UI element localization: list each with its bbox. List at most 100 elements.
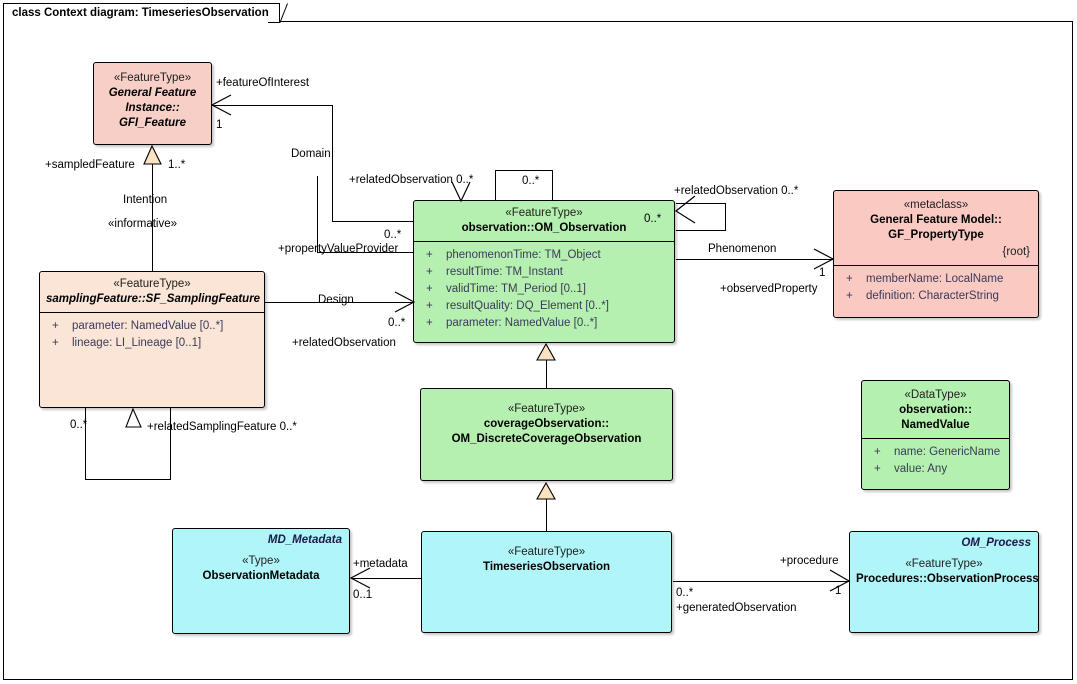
observationprocess-stereotype: «FeatureType» xyxy=(905,558,983,570)
connector-featureofinterest-h2 xyxy=(332,221,414,222)
attribute-row: +name: GenericName xyxy=(874,446,1001,458)
class-observationprocess[interactable]: OM_Process «FeatureType» Procedures::Obs… xyxy=(849,531,1039,633)
diagram-title-tab: class Context diagram: TimeseriesObserva… xyxy=(3,3,280,22)
gfi-feature-name-2: Instance:: xyxy=(125,102,180,114)
connector-relatedsamplingfeature-h xyxy=(85,479,171,480)
label-featureofinterest-role: +featureOfInterest xyxy=(216,77,310,89)
connector-relatedobs-top-loop-v-right xyxy=(552,170,553,201)
label-metadata-mult: 0..1 xyxy=(353,589,373,601)
connector-procedure-h xyxy=(673,581,849,582)
label-featureofinterest-mult: 1 xyxy=(216,119,223,131)
connector-relatedobs-right-loop-h-top xyxy=(676,203,726,204)
attribute-row: +resultQuality: DQ_Element [0..*] xyxy=(426,300,609,312)
label-relatedsamplingfeature-mult: 0..* xyxy=(70,419,88,431)
observationmetadata-name: ObservationMetadata xyxy=(202,570,320,582)
connector-propertyvalueprovider-h xyxy=(317,252,414,253)
gf-propertytype-name-2: GF_PropertyType xyxy=(888,229,984,241)
om-observation-name: observation::OM_Observation xyxy=(461,222,627,234)
connector-intention-dash xyxy=(152,196,153,214)
om-observation-divider xyxy=(414,241,674,242)
connector-design-h xyxy=(265,302,414,303)
sf-samplingfeature-divider xyxy=(40,312,264,313)
class-om-discretecoverageobservation[interactable]: «FeatureType» coverageObservation:: OM_D… xyxy=(420,388,673,481)
coverageobservation-name-2: OM_DiscreteCoverageObservation xyxy=(451,433,642,445)
gf-propertytype-root-constraint: {root} xyxy=(1002,246,1031,258)
om-observation-stereotype: «FeatureType» xyxy=(505,207,583,219)
title-tab-corner-icon xyxy=(268,3,288,23)
gf-propertytype-divider xyxy=(834,265,1038,266)
class-timeseriesobservation[interactable]: «FeatureType» TimeseriesObservation xyxy=(421,531,672,633)
label-propertyvalueprovider-mult: 0..* xyxy=(384,229,402,241)
label-metadata-role: +metadata xyxy=(353,558,408,570)
label-generatedobservation-role: +generatedObservation xyxy=(676,602,797,614)
coverageobservation-name-1: coverageObservation:: xyxy=(483,418,610,430)
connector-gen-coverage-to-observation xyxy=(546,355,547,388)
connector-metadata-h xyxy=(351,578,421,579)
sf-samplingfeature-stereotype: «FeatureType» xyxy=(113,278,191,290)
gfi-feature-stereotype: «FeatureType» xyxy=(113,72,192,84)
label-design-role: +relatedObservation xyxy=(292,337,396,349)
label-procedure-role: +procedure xyxy=(780,555,839,567)
attribute-row: +memberName: LocalName xyxy=(846,273,1004,285)
observationprocess-name: Procedures::ObservationProcess xyxy=(856,573,1039,585)
timeseriesobservation-stereotype: «FeatureType» xyxy=(507,546,586,558)
label-propertyvalueprovider-role: +propertyValueProvider xyxy=(278,243,399,255)
class-gf-propertytype[interactable]: «metaclass» General Feature Model:: GF_P… xyxy=(833,190,1039,318)
observationmetadata-corner-name: MD_Metadata xyxy=(267,534,342,546)
class-sf-samplingfeature[interactable]: «FeatureType» samplingFeature::SF_Sampli… xyxy=(39,271,265,408)
label-design-name: Design xyxy=(318,294,354,306)
label-domain-name: Domain xyxy=(291,148,331,160)
label-phenomenon-name: Phenomenon xyxy=(708,243,777,255)
connector-relatedobs-top-loop-h xyxy=(495,170,553,171)
attribute-row: +resultTime: TM_Instant xyxy=(426,266,563,278)
observationprocess-corner-name: OM_Process xyxy=(961,537,1031,549)
timeseriesobservation-name: TimeseriesObservation xyxy=(483,561,610,573)
attribute-row: +parameter: NamedValue [0..*] xyxy=(426,317,598,329)
diagram-title: class Context diagram: TimeseriesObserva… xyxy=(12,7,269,19)
connector-relatedobs-top-loop-v-left xyxy=(495,170,496,201)
connector-phenomenon-h xyxy=(676,259,833,260)
class-om-observation[interactable]: «FeatureType» observation::OM_Observatio… xyxy=(413,200,675,343)
connector-featureofinterest-h xyxy=(213,105,333,106)
attribute-row: +phenomenonTime: TM_Object xyxy=(426,249,601,261)
coverageobservation-stereotype: «FeatureType» xyxy=(507,403,586,415)
label-relatedobservation-top-mult: 0..* xyxy=(522,175,540,187)
label-procedure-mult: 1 xyxy=(835,585,842,597)
observationmetadata-stereotype: «Type» xyxy=(242,555,280,567)
gf-propertytype-stereotype: «metaclass» xyxy=(903,199,969,211)
class-gfi-feature[interactable]: «FeatureType» General Feature Instance::… xyxy=(93,62,212,145)
connector-sampledfeature-v xyxy=(152,158,153,271)
namedvalue-divider xyxy=(862,438,1009,439)
label-relatedobservation-right-mult: 0..* xyxy=(644,213,662,225)
connector-gen-timeseries-to-coverage xyxy=(546,498,547,531)
attribute-row: +lineage: LI_Lineage [0..1] xyxy=(52,337,202,349)
attribute-row: +value: Any xyxy=(874,463,948,475)
connector-relatedsamplingfeature-v-left xyxy=(85,408,86,480)
label-sampledfeature-mult: 1..* xyxy=(168,159,186,171)
label-intention-stereotype: «informative» xyxy=(108,218,178,230)
attribute-row: +definition: CharacterString xyxy=(846,290,999,302)
label-generatedobservation-mult: 0..* xyxy=(676,587,694,599)
label-relatedobservation-right: +relatedObservation 0..* xyxy=(674,185,799,197)
connector-relatedsamplingfeature-v-right xyxy=(170,408,171,480)
connector-relatedobs-right-loop-h-bottom xyxy=(676,230,726,231)
connector-featureofinterest-v xyxy=(332,105,333,221)
label-design-mult: 0..* xyxy=(388,317,406,329)
namedvalue-name-1: observation:: xyxy=(899,404,972,416)
label-observedproperty-mult: 1 xyxy=(819,267,826,279)
attribute-row: +validTime: TM_Period [0..1] xyxy=(426,283,586,295)
label-relatedsamplingfeature-role: +relatedSamplingFeature 0..* xyxy=(147,421,297,433)
label-sampledfeature-role: +sampledFeature xyxy=(45,159,135,171)
gfi-feature-name-1: General Feature xyxy=(108,87,197,99)
class-namedvalue[interactable]: «DataType» observation:: NamedValue +nam… xyxy=(861,380,1010,490)
gfi-feature-name-3: GFI_Feature xyxy=(118,117,187,129)
class-observationmetadata[interactable]: MD_Metadata «Type» ObservationMetadata xyxy=(172,528,350,634)
connector-relatedobs-right-loop-v xyxy=(725,203,726,231)
namedvalue-name-2: NamedValue xyxy=(901,419,970,431)
attribute-row: +parameter: NamedValue [0..*] xyxy=(52,320,224,332)
gf-propertytype-name-1: General Feature Model:: xyxy=(870,214,1002,226)
sf-samplingfeature-name: samplingFeature::SF_SamplingFeature xyxy=(46,293,261,305)
namedvalue-stereotype: «DataType» xyxy=(904,389,967,401)
connector-propertyvalueprovider-v xyxy=(317,176,318,252)
